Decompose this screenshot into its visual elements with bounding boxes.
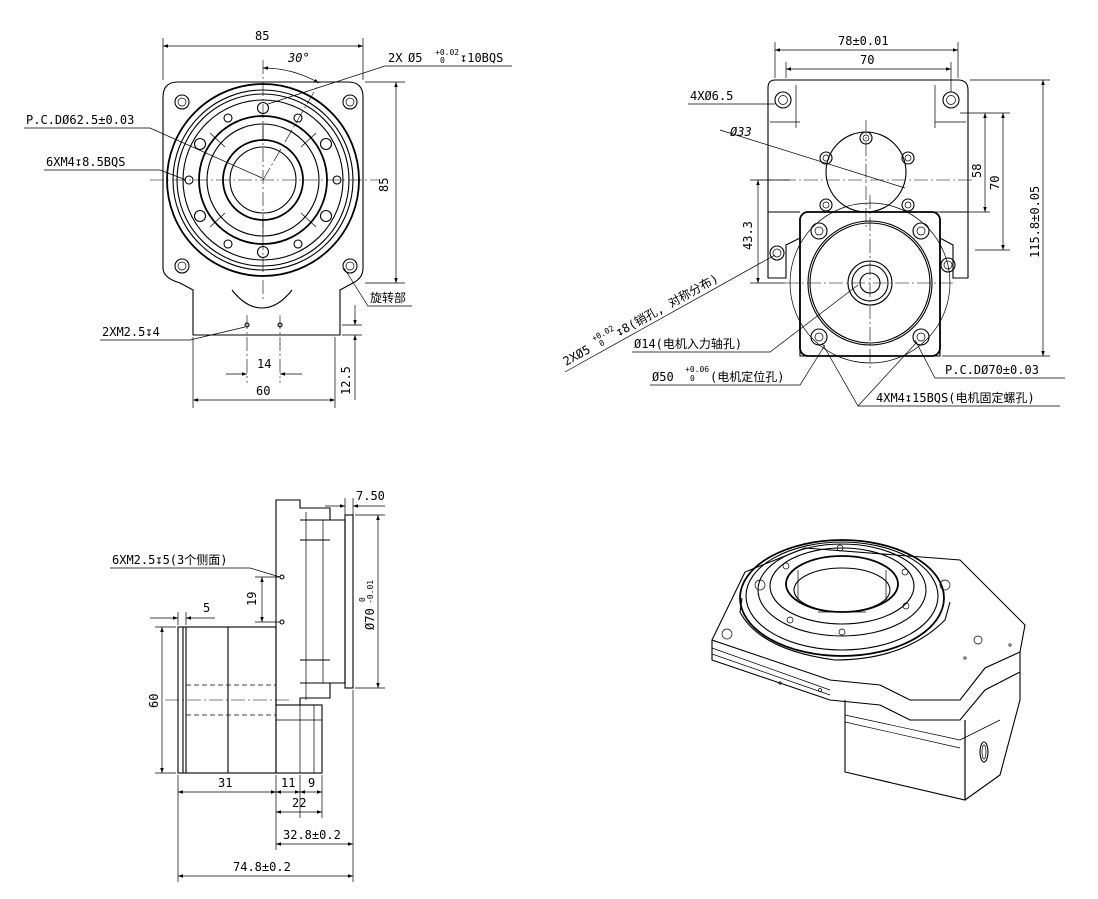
dim-7-5: 7.50: [356, 489, 385, 503]
dim-70-side: 70: [988, 176, 1002, 190]
pin-holes-suffix: ↧8(销孔, 对称分布): [613, 271, 721, 339]
view-top-left: 85 85 30° 2X Ø5 +0.02 0 ↧10BQS P.C.DØ62.…: [24, 29, 512, 408]
dim-85-width: 85: [255, 29, 269, 43]
dim-31: 31: [218, 776, 232, 790]
dim-32-8: 32.8±0.2: [283, 828, 341, 842]
dim-43-3: 43.3: [741, 221, 755, 250]
dim-19: 19: [245, 592, 259, 606]
dia-70-tol-up: 0: [358, 597, 367, 602]
locate-suffix: (电机定位孔): [710, 369, 784, 384]
pin-hole-dia: Ø5: [408, 51, 422, 65]
dim-14: 14: [257, 357, 271, 371]
dia-33: Ø33: [730, 125, 752, 139]
side-tap-label: 6XM2.5↧5(3个侧面): [112, 553, 227, 567]
dim-12-5: 12.5: [339, 366, 353, 395]
side-holes-label: 2XM2.5↧4: [102, 325, 160, 339]
tap-label: 6XM4↧8.5BQS: [46, 155, 125, 169]
view-bottom-left: 6XM2.5↧5(3个侧面) 19 7.50 Ø70 0 -0.01 5 60 …: [110, 489, 385, 882]
pcd-70-label: P.C.DØ70±0.03: [945, 363, 1039, 377]
locate-tol-dn: 0: [690, 374, 695, 383]
rotary-label: 旋转部: [370, 290, 406, 305]
isometric-view: [711, 539, 1026, 801]
locate-prefix: Ø50: [652, 370, 674, 384]
dim-11: 11: [281, 776, 295, 790]
dim-5: 5: [203, 601, 210, 615]
dim-9: 9: [308, 776, 315, 790]
pin-hole-depth: ↧10BQS: [460, 51, 503, 65]
pin-holes-prefix: 2XØ5: [561, 342, 593, 368]
pin-hole-tol-up: +0.02: [435, 48, 459, 57]
pcd-label: P.C.DØ62.5±0.03: [26, 113, 134, 127]
dia-70-tol-dn: -0.01: [366, 580, 375, 604]
dim-78: 78±0.01: [838, 34, 889, 48]
view-top-right: 78±0.01 70 58 70 115.8±0.05 43.3 4XØ6.5 …: [561, 34, 1065, 407]
dim-60: 60: [256, 384, 270, 398]
dim-60-side: 60: [147, 694, 161, 708]
pin-holes-tol-dn: 0: [598, 338, 607, 348]
dim-85-height: 85: [377, 178, 391, 192]
motor-screw-label: 4XM4↧15BQS(电机固定螺孔): [876, 390, 1035, 405]
pin-hole-prefix: 2X: [388, 51, 403, 65]
locate-tol-up: +0.06: [685, 365, 709, 374]
dim-58: 58: [970, 164, 984, 178]
dia-70-prefix: Ø70: [363, 608, 377, 630]
hole-4x-label: 4XØ6.5: [690, 89, 733, 103]
dim-74-8: 74.8±0.2: [233, 860, 291, 874]
pin-hole-tol-dn: 0: [440, 56, 445, 65]
dim-22: 22: [292, 796, 306, 810]
angle-30: 30°: [287, 51, 310, 65]
dim-70-top: 70: [860, 53, 874, 67]
dim-115: 115.8±0.05: [1028, 186, 1042, 258]
input-shaft-label: Ø14(电机入力轴孔): [634, 336, 742, 351]
